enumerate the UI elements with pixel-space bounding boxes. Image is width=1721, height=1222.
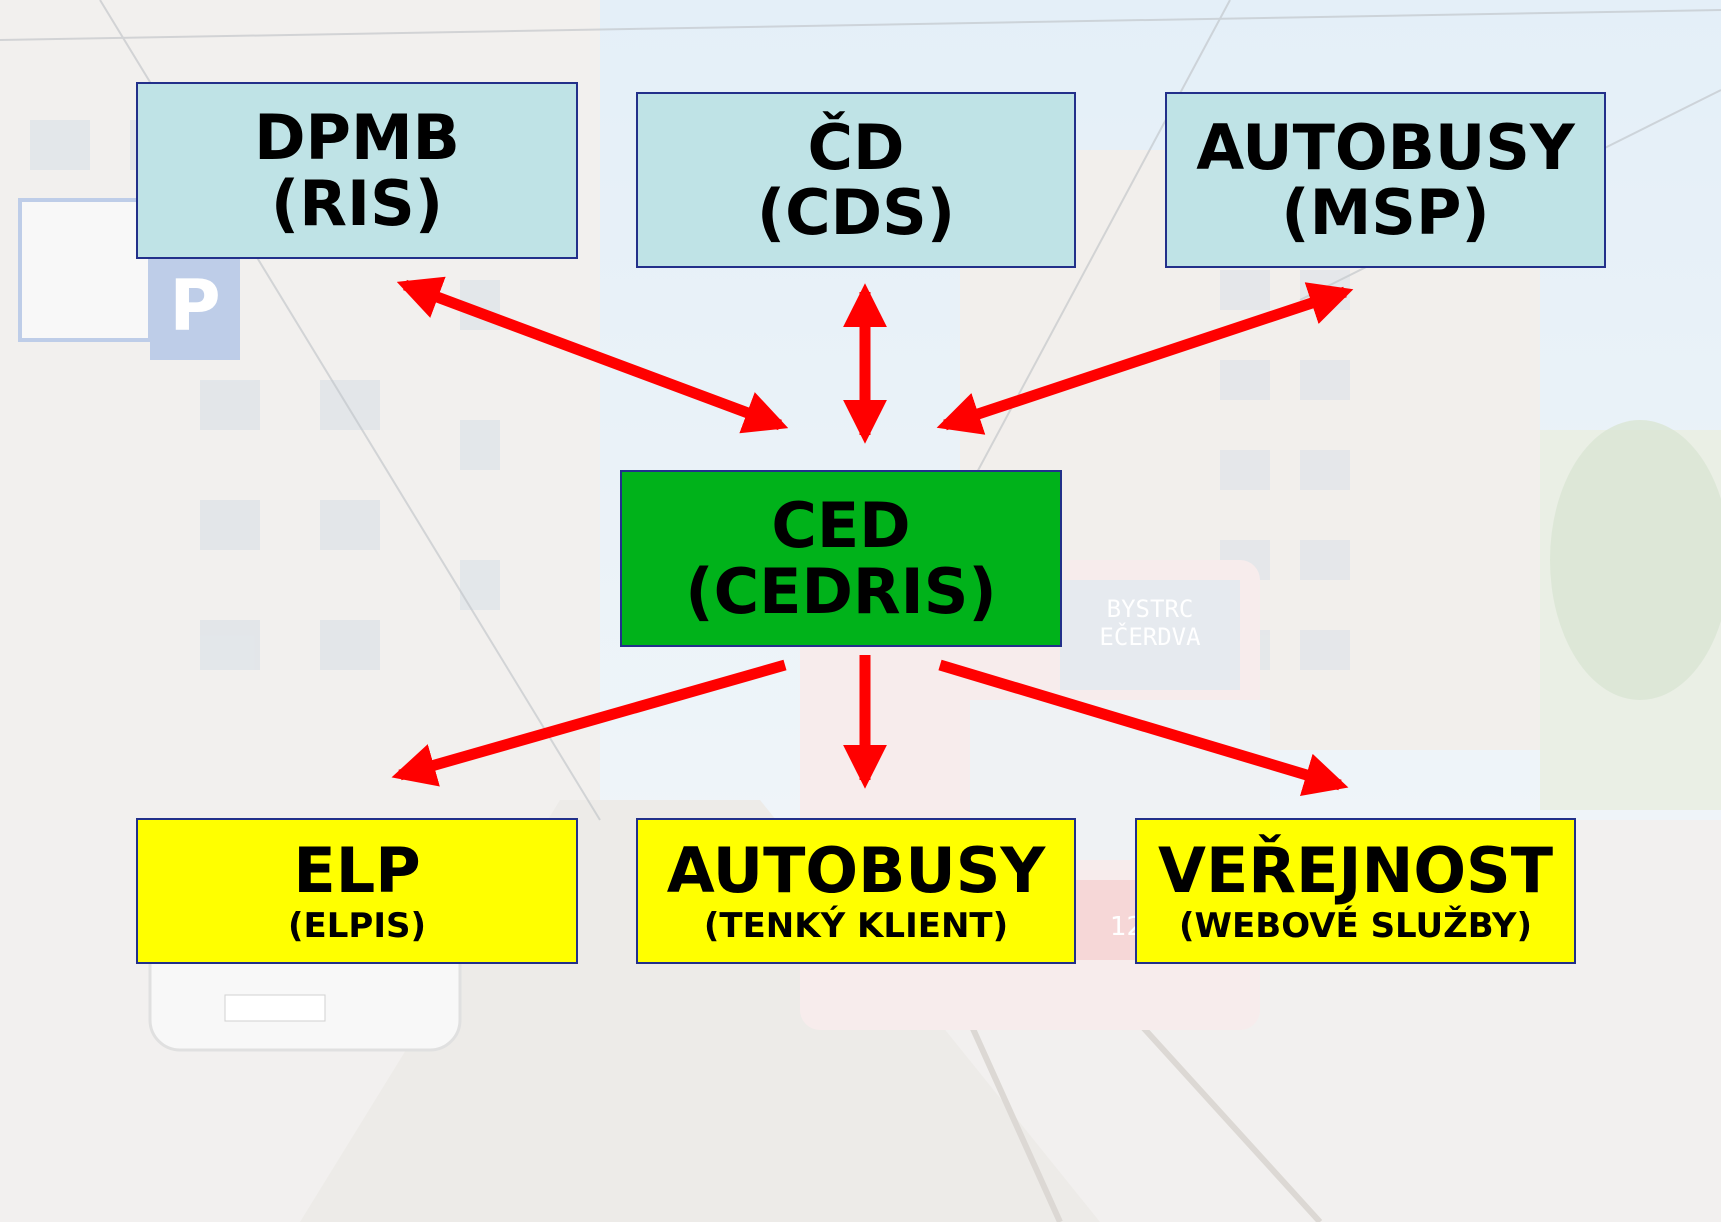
node-autobusy-klient-subtitle: (TENKÝ KLIENT) [703,905,1009,946]
node-autobusy-msp-title: AUTOBUSY [1196,110,1575,184]
arrow-ced-elp [391,659,787,787]
node-ced: CED (CEDRIS) [620,470,1062,647]
arrow-ced-verejnost [938,659,1349,796]
svg-text:BYSTRC: BYSTRC [1107,595,1194,623]
node-dpmb-subtitle: (RIS) [270,166,444,240]
arrow-dpmb-ced [396,276,789,434]
node-cd-subtitle: (CDS) [756,176,956,249]
svg-text:EČERDVA: EČERDVA [1099,621,1201,651]
node-verejnost-subtitle: (WEBOVÉ SLUŽBY) [1179,905,1532,946]
node-autobusy-klient: AUTOBUSY (TENKÝ KLIENT) [636,818,1076,964]
node-cd-title: ČD [807,110,905,184]
node-autobusy-klient-title: AUTOBUSY [666,833,1046,907]
node-dpmb: DPMB (RIS) [136,82,578,259]
node-ced-title: CED [771,489,911,563]
node-autobusy-msp: AUTOBUSY (MSP) [1165,92,1606,268]
arrow-autobusy-msp-ced [936,282,1354,435]
node-elp: ELP (ELPIS) [136,818,578,964]
node-dpmb-title: DPMB [254,101,460,175]
node-elp-title: ELP [293,833,421,907]
node-ced-subtitle: (CEDRIS) [685,554,997,628]
node-verejnost: VEŘEJNOST (WEBOVÉ SLUŽBY) [1135,818,1576,964]
node-cd: ČD (CDS) [636,92,1076,268]
node-verejnost-title: VEŘEJNOST [1157,833,1554,907]
node-autobusy-msp-subtitle: (MSP) [1281,176,1490,249]
svg-text:P: P [169,265,220,347]
node-elp-subtitle: (ELPIS) [287,905,427,946]
